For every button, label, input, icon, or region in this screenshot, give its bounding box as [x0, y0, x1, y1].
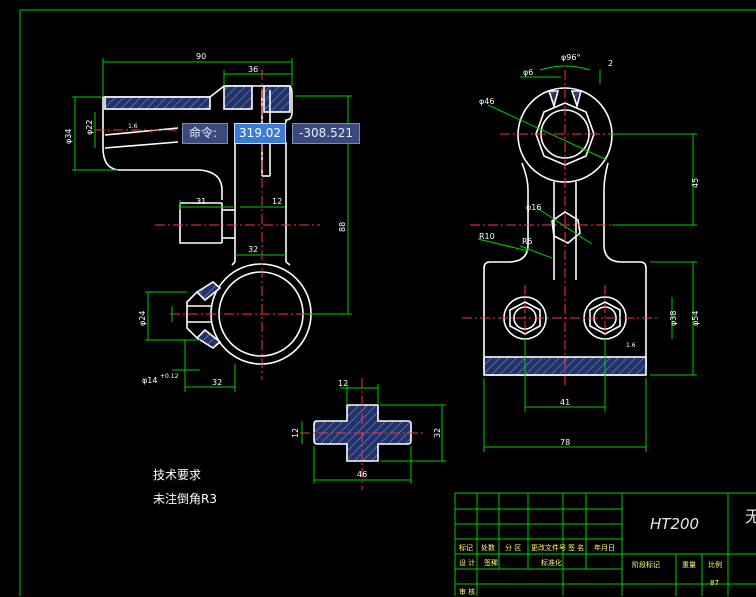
tb-standard: 标准化 [541, 559, 562, 567]
tb-weight: 重量 [682, 561, 696, 569]
dim-41: 41 [560, 398, 570, 407]
drawing-frame [19, 9, 756, 596]
left-dimensions [72, 58, 352, 392]
dim-2: 2 [608, 59, 613, 68]
dim-6: φ6 [523, 68, 533, 77]
right-centerlines [462, 70, 660, 385]
dim-38: φ38 [669, 311, 678, 326]
command-input-overlay[interactable]: 命令: 319.02 -308.521 [182, 123, 360, 144]
dim-12a: 12 [272, 197, 282, 206]
tb-label-5: 签 名 [568, 544, 585, 552]
notes-heading: 技术要求 [153, 468, 202, 482]
dim-24: φ24 [138, 311, 147, 326]
dim-22: φ22 [85, 120, 94, 135]
tb-scale-value: 87 [710, 579, 719, 587]
y-coordinate-field[interactable]: -308.521 [292, 123, 360, 144]
ra-right: 1.6 [626, 342, 636, 349]
left-centerlines [95, 70, 320, 380]
dim-46: φ46 [479, 97, 494, 106]
notes-line: 未注倒角R3 [153, 492, 217, 506]
dim-45: 45 [691, 178, 700, 188]
dim-12b: 12 [338, 379, 348, 388]
tb-design: 设 计 [459, 559, 476, 567]
command-label: 命令: [182, 123, 229, 144]
dim-r5: R5 [522, 237, 533, 246]
dim-angle: φ96° [561, 53, 580, 62]
tb-label-1: 标记 [459, 544, 473, 552]
dim-54: φ54 [691, 311, 700, 326]
dim-32b: 32 [212, 378, 222, 387]
cross-section: 12 46 12 32 [291, 378, 446, 490]
dim-78: 78 [560, 438, 570, 447]
dim-16: φ16 [526, 203, 541, 212]
title-block [454, 492, 756, 596]
drawing-title: 无 [745, 507, 756, 526]
dim-31: 31 [196, 197, 206, 206]
left-dim-text: 90 36 12 31 32 32 φ14 +0.12 1.6 [128, 52, 282, 387]
right-dim-text: φ96° φ6 2 φ46 φ16 R10 R5 41 78 1.6 45 φ5… [479, 53, 700, 447]
right-dimensions [477, 65, 697, 452]
dim-12c: 12 [291, 428, 300, 438]
tb-scale: 比例 [708, 561, 722, 569]
dim-90: 90 [196, 52, 206, 61]
tb-review: 审 核 [459, 588, 476, 596]
tb-sign: 签稀 [484, 559, 498, 567]
tb-label-6: 年月日 [594, 544, 615, 552]
left-dim-text-vertical: φ34 φ22 88 φ24 [64, 120, 347, 326]
material-label: HT200 [650, 515, 700, 533]
ra-top: 1.6 [128, 123, 138, 130]
x-coordinate-field[interactable]: 319.02 [234, 123, 287, 144]
dim-14: φ14 [142, 376, 157, 385]
dim-32c: 32 [433, 428, 442, 438]
tb-stage: 阶段标记 [632, 561, 660, 569]
dim-34: φ34 [64, 129, 73, 144]
tb-label-4: 更改文件号 [531, 544, 566, 552]
dim-r10: R10 [479, 232, 495, 241]
dim-36: 36 [248, 65, 258, 74]
dim-14-tol: +0.12 [160, 373, 179, 380]
dim-46b: 46 [357, 470, 367, 479]
tb-label-3: 分 区 [505, 544, 522, 552]
tb-label-2: 处数 [481, 544, 495, 552]
dim-32a: 32 [248, 245, 258, 254]
dim-88: 88 [338, 222, 347, 232]
